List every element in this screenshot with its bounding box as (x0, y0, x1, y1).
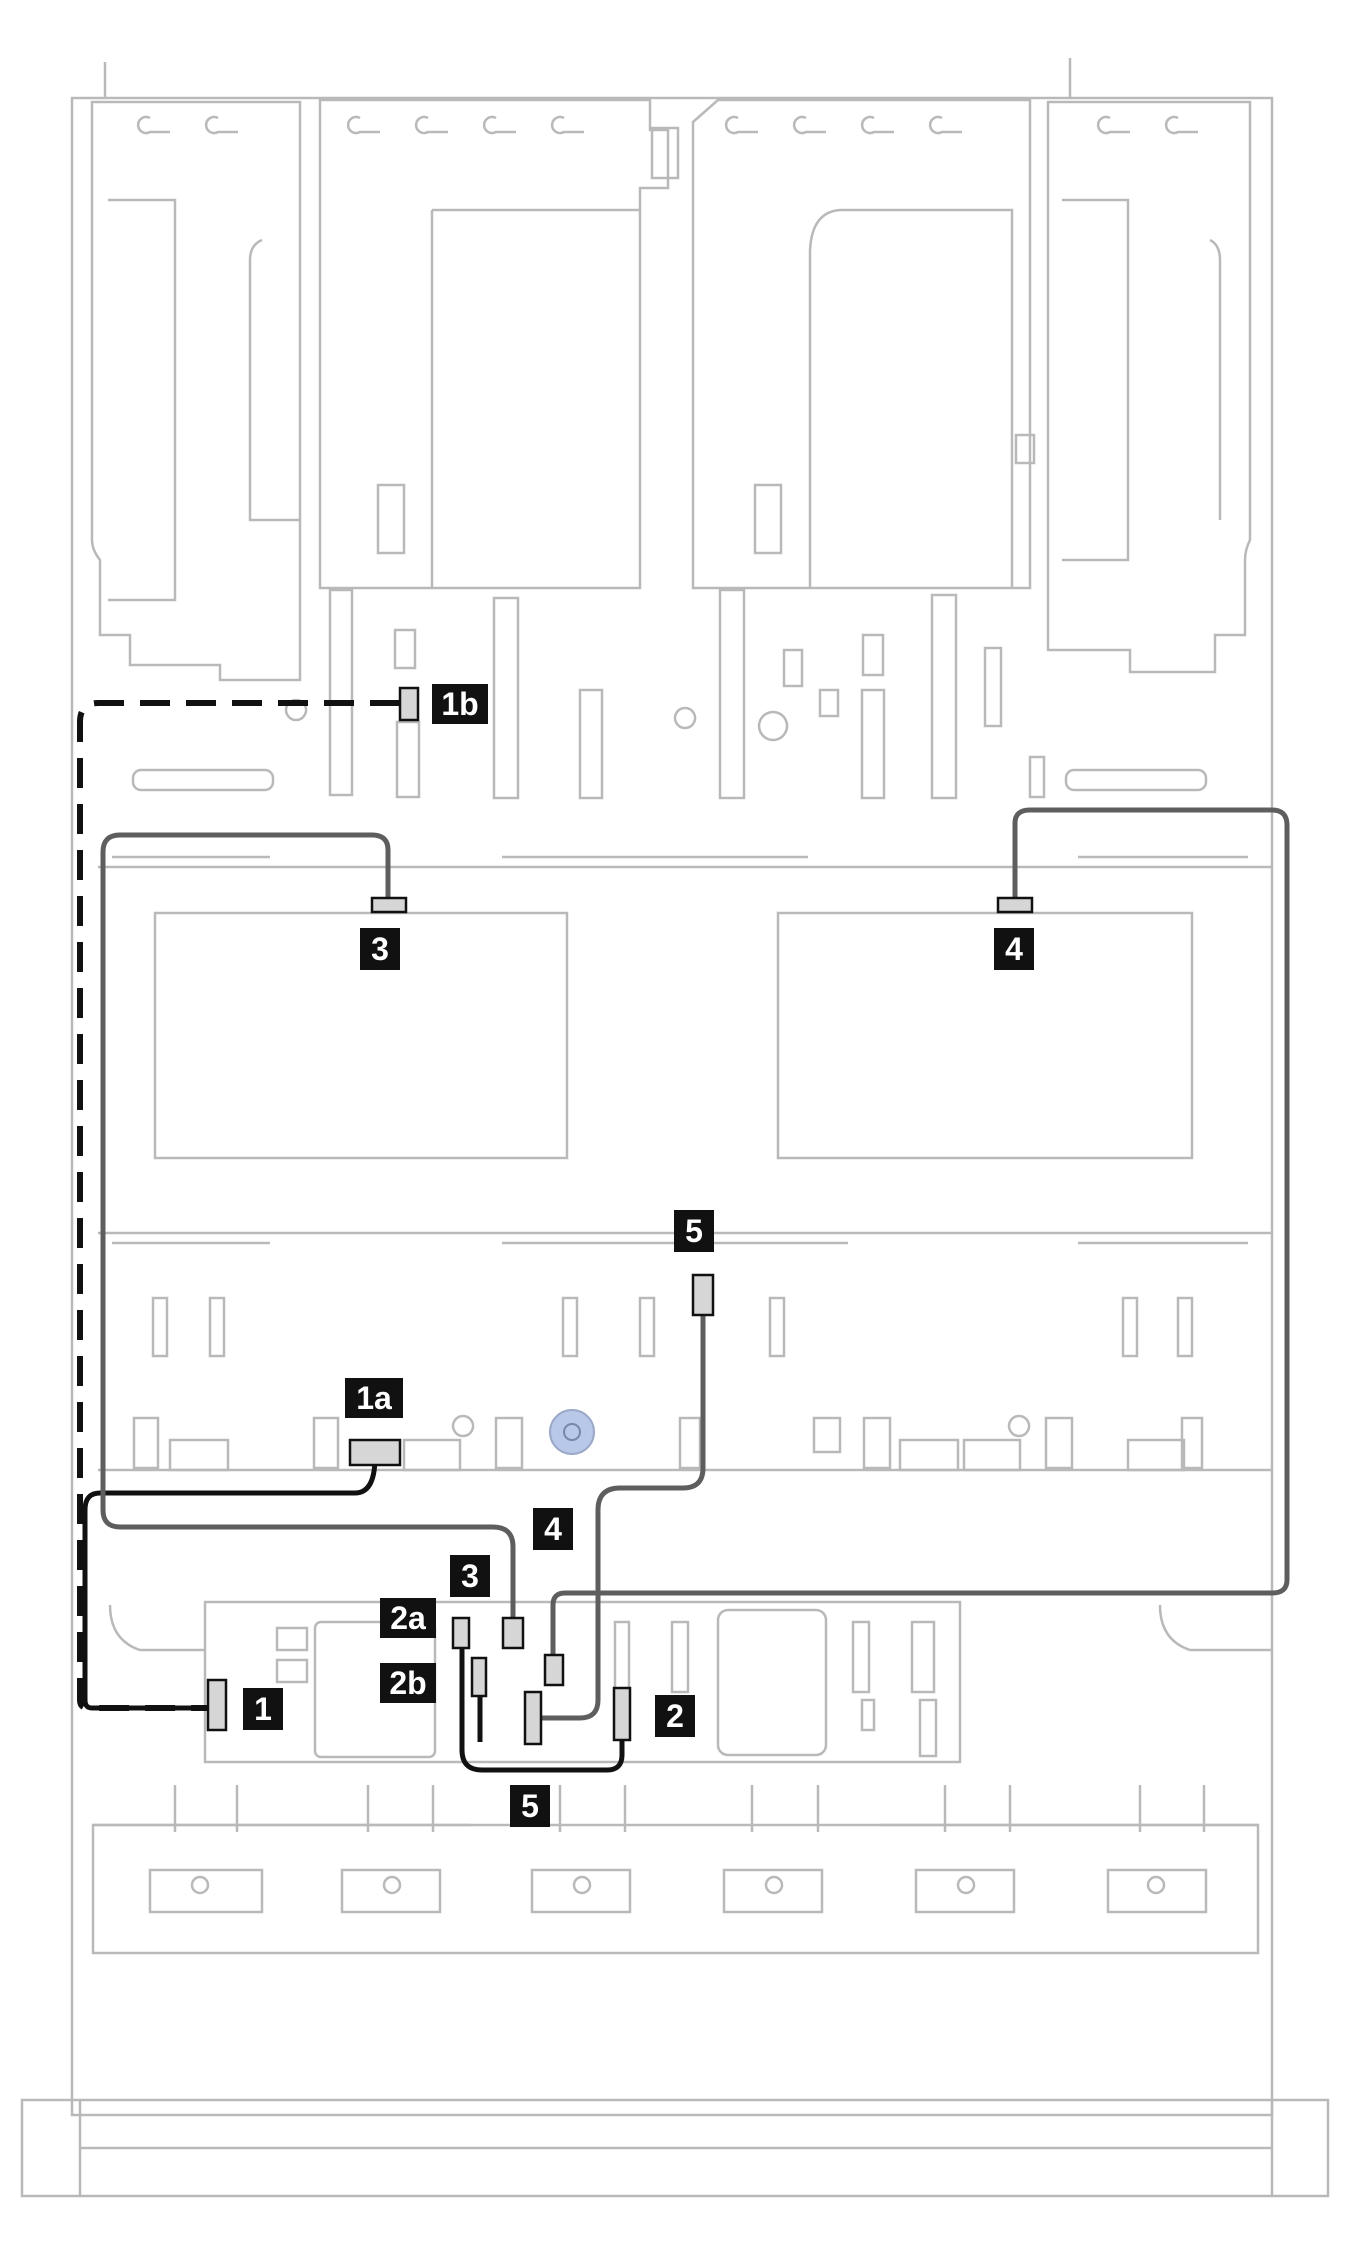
callout-1b: 1b (432, 684, 488, 724)
connector-4-top (996, 896, 1034, 914)
callout-5-bottom-text: 5 (521, 1788, 539, 1824)
connector-5-top (691, 1273, 715, 1317)
pcie-slots-upper (131, 588, 1208, 800)
callout-1a: 1a (345, 1378, 403, 1418)
connector-2 (612, 1686, 632, 1742)
cable-3 (100, 832, 516, 1620)
callout-4-top-text: 4 (1005, 931, 1023, 967)
connector-4-bottom (543, 1653, 565, 1687)
cable-1-solid (82, 1456, 378, 1711)
callout-4-bottom-text: 4 (544, 1511, 562, 1547)
callout-5-top-text: 5 (685, 1213, 703, 1249)
connector-5-bottom (523, 1690, 543, 1746)
callout-3-bottom: 3 (450, 1555, 490, 1597)
cable-2 (459, 1630, 625, 1773)
connector-1b (398, 686, 420, 722)
connector-1 (206, 1678, 228, 1732)
riser-cage-right (1046, 100, 1252, 674)
callout-4-bottom: 4 (533, 1508, 573, 1550)
connector-2a (451, 1616, 471, 1650)
callout-1: 1 (243, 1688, 283, 1730)
front-io-board (108, 1600, 1272, 1764)
fan-hub (549, 1409, 595, 1455)
callout-2: 2 (655, 1695, 695, 1737)
motherboard-lower-connectors (98, 1414, 1272, 1472)
callout-1a-text: 1a (356, 1380, 392, 1416)
connector-3-top (370, 896, 408, 914)
callout-3-bottom-text: 3 (461, 1558, 479, 1594)
callout-2-text: 2 (666, 1698, 684, 1734)
fan-hub-center (563, 1423, 581, 1441)
fan-cage (91, 1785, 1260, 1955)
callout-2b: 2b (380, 1663, 436, 1703)
callout-1-text: 1 (254, 1691, 272, 1727)
connectors (206, 686, 1034, 1746)
processor-area (98, 855, 1272, 1358)
callout-2b-text: 2b (389, 1665, 426, 1701)
cable-1-dashed (77, 700, 400, 1711)
riser-cage-center-right (691, 98, 1036, 590)
callout-2a-text: 2a (390, 1600, 426, 1636)
callout-5-bottom: 5 (510, 1785, 550, 1827)
chassis-outline (20, 58, 1330, 2198)
cable-5-upper (528, 1275, 706, 1721)
connector-3-bottom (501, 1616, 525, 1650)
callout-4-top: 4 (994, 928, 1034, 970)
callout-5-top: 5 (674, 1210, 714, 1252)
connector-1a (348, 1438, 402, 1467)
riser-cage-center-left (318, 98, 680, 590)
callout-1b-text: 1b (441, 686, 478, 722)
callout-3-top: 3 (360, 928, 400, 970)
connector-2b (470, 1656, 488, 1698)
riser-cage-left (90, 100, 302, 682)
cable-4 (550, 807, 1290, 1665)
callout-3-top-text: 3 (371, 931, 389, 967)
callout-2a: 2a (380, 1598, 436, 1638)
